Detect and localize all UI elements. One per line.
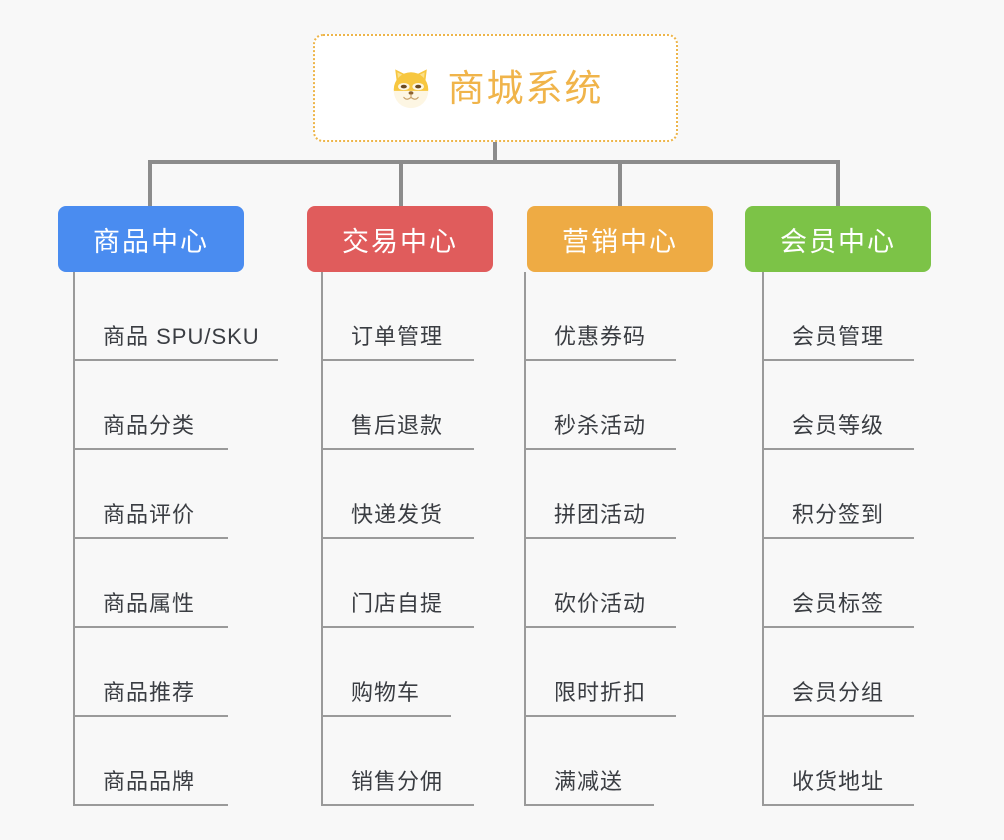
leaf-item-underline	[73, 804, 228, 806]
leaf-item-label: 秒杀活动	[554, 413, 647, 438]
leaf-item-label: 拼团活动	[554, 502, 647, 527]
leaf-item-label: 订单管理	[351, 324, 444, 349]
root-title: 商城系统	[447, 67, 604, 109]
connector-drop-2	[399, 160, 403, 207]
leaf-item-label: 满减送	[554, 769, 624, 794]
leaf-item-underline	[321, 537, 474, 539]
connector-drop-1	[148, 160, 152, 207]
leaf-item-underline	[73, 359, 278, 361]
leaf-item-label: 销售分佣	[351, 769, 444, 794]
leaf-item-underline	[524, 626, 676, 628]
leaf-item-label: 商品分类	[103, 413, 196, 438]
leaf-item-label: 商品 SPU/SKU	[103, 324, 260, 349]
leaf-item-underline	[321, 448, 474, 450]
leaf-trunk-line	[524, 272, 526, 806]
leaf-item-label: 砍价活动	[554, 591, 647, 616]
leaf-item-underline	[524, 715, 676, 717]
category-header-4[interactable]: 会员中心	[745, 206, 931, 272]
leaf-item-label: 购物车	[351, 680, 421, 705]
leaf-item-label: 积分签到	[792, 502, 885, 527]
leaf-item-label: 会员标签	[792, 591, 885, 616]
leaf-item-label: 商品品牌	[103, 769, 196, 794]
leaf-item-underline	[321, 715, 451, 717]
leaf-item-label: 售后退款	[351, 413, 444, 438]
leaf-item-label: 商品评价	[103, 502, 196, 527]
category-header-3[interactable]: 营销中心	[527, 206, 713, 272]
leaf-item-label: 会员等级	[792, 413, 885, 438]
leaf-item-underline	[73, 715, 228, 717]
leaf-item-underline	[321, 626, 474, 628]
leaf-item-underline	[762, 626, 914, 628]
category-header-1[interactable]: 商品中心	[58, 206, 244, 272]
leaf-item-underline	[73, 626, 228, 628]
leaf-item-label: 优惠券码	[554, 324, 647, 349]
leaf-item-underline	[524, 537, 676, 539]
category-header-label: 会员中心	[780, 226, 896, 257]
leaf-item-underline	[73, 537, 228, 539]
leaf-trunk-line	[762, 272, 764, 806]
leaf-item-label: 收货地址	[792, 769, 885, 794]
connector-drop-4	[836, 160, 840, 207]
leaf-item-underline	[762, 715, 914, 717]
category-header-label: 营销中心	[562, 226, 678, 257]
leaf-trunk-line	[73, 272, 75, 806]
connector-drop-3	[618, 160, 622, 207]
leaf-item-label: 会员管理	[792, 324, 885, 349]
leaf-item-underline	[73, 448, 228, 450]
category-header-label: 商品中心	[93, 226, 209, 257]
leaf-item-underline	[524, 804, 654, 806]
leaf-item-underline	[762, 359, 914, 361]
leaf-item-label: 商品推荐	[103, 680, 196, 705]
category-header-2[interactable]: 交易中心	[307, 206, 493, 272]
leaf-item-label: 限时折扣	[554, 680, 647, 705]
leaf-item-label: 快递发货	[351, 502, 444, 527]
leaf-item-label: 会员分组	[792, 680, 885, 705]
leaf-item-underline	[762, 804, 914, 806]
leaf-item-label: 商品属性	[103, 591, 196, 616]
root-node[interactable]: 商城系统	[313, 34, 678, 142]
shiba-dog-face-icon	[393, 69, 428, 109]
category-header-label: 交易中心	[342, 226, 458, 257]
leaf-item-underline	[762, 537, 914, 539]
connector-root-stem	[493, 142, 497, 164]
leaf-item-underline	[762, 448, 914, 450]
leaf-trunk-line	[321, 272, 323, 806]
leaf-item-underline	[524, 448, 676, 450]
leaf-item-label: 门店自提	[351, 591, 444, 616]
leaf-item-underline	[321, 359, 474, 361]
connector-horizontal-bus	[148, 160, 840, 164]
leaf-item-underline	[524, 359, 676, 361]
leaf-item-underline	[321, 804, 474, 806]
